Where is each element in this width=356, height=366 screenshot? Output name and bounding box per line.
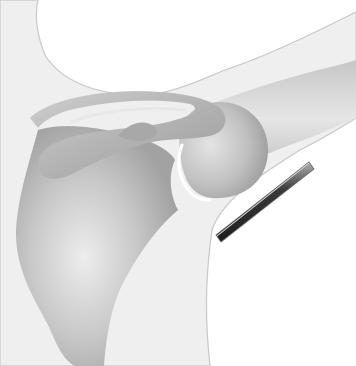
shoulder-anatomy-illustration (0, 0, 356, 366)
shoulder-diagram (0, 0, 356, 366)
